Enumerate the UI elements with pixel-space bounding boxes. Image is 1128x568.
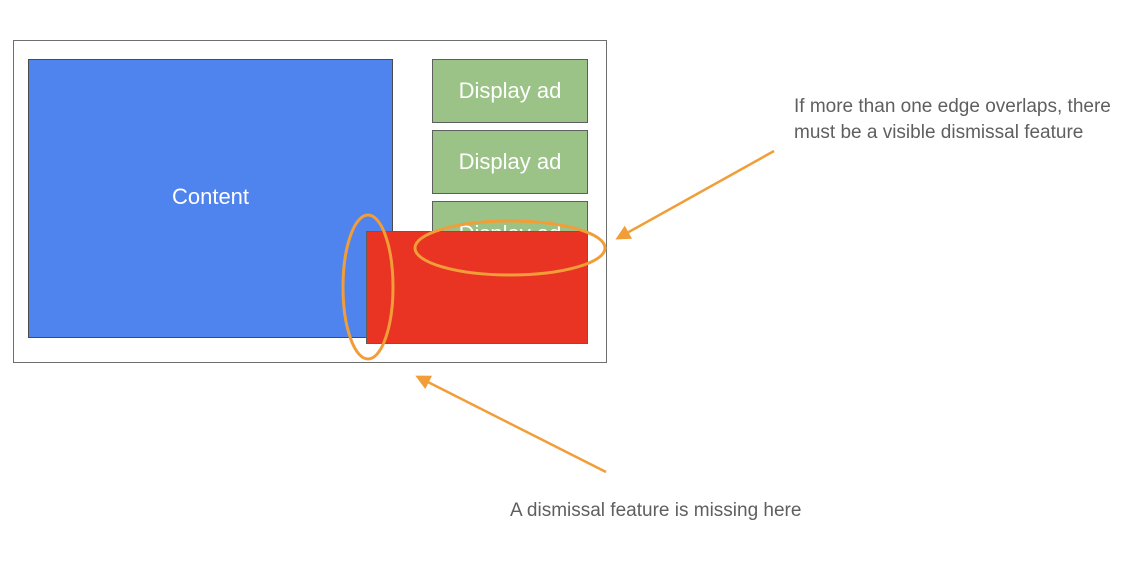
callout-multi-edge: If more than one edge overlaps, there mu… <box>794 96 1111 143</box>
content-block: Content <box>28 59 393 338</box>
arrow-to-top-edge <box>615 149 775 240</box>
display-ad-label: Display ad <box>458 149 562 174</box>
display-ad-label: Display ad <box>458 78 562 103</box>
arrow-to-missing <box>415 375 607 474</box>
content-label: Content <box>171 183 250 209</box>
display-ad-2: Display ad <box>432 130 588 194</box>
display-ad-1: Display ad <box>432 59 588 123</box>
overlay-ad <box>366 231 588 344</box>
callout-missing-dismissal: A dismissal feature is missing here <box>510 500 802 521</box>
